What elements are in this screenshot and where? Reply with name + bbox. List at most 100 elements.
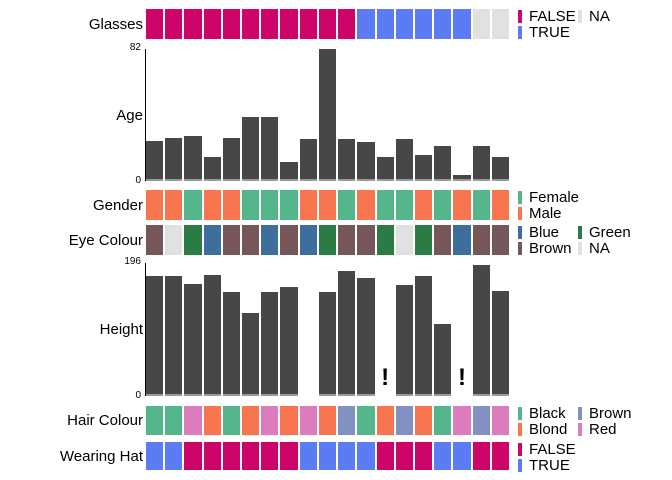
bar-cell [395,263,413,396]
legend-swatch [518,25,522,39]
strip-tile [146,406,164,435]
bar [491,156,509,181]
strip-tile [376,406,394,435]
bar [222,292,241,396]
strip-tile [261,442,279,470]
strip-tile [318,190,337,220]
bar-cell [165,263,183,396]
bar [395,284,413,396]
strip-tile [414,406,433,435]
age-axis-max-tick: 82 [129,42,141,53]
bar [280,287,298,396]
strip-tile [280,442,298,470]
bar [184,284,202,396]
strip-tile [222,9,241,39]
bar-cell [453,49,471,181]
bar-cell: ! [377,263,394,396]
legend-swatch [518,206,522,220]
strip-tile [357,225,375,255]
bar [491,290,509,396]
strip-tile [395,9,413,39]
bar [165,275,183,396]
bar [318,292,337,396]
strip-tile [242,190,260,220]
bar-cell: ! [453,263,470,396]
strip-tile [414,442,433,470]
row-label-eye-colour: Eye Colour [68,231,143,249]
eye-colour-strip [146,225,509,255]
legend-label: Female [529,188,580,206]
row-label-wearing-hat: Wearing Hat [59,447,143,465]
legend-line: Black Brown [518,404,638,422]
bar-cell [203,49,221,181]
bar-cell [222,263,241,396]
bar [414,155,433,181]
strip-tile [242,225,260,255]
bar-cell [338,49,356,181]
strip-tile [146,225,164,255]
strip-tile [472,190,490,220]
bar-cell [280,263,298,396]
bar [357,142,375,181]
bar [434,324,452,396]
strip-tile [203,9,221,39]
missing-value-indicator: ! [381,364,390,391]
strip-tile [395,406,413,435]
legend-swatch [578,225,582,239]
legend-item: TRUE [518,457,578,474]
strip-tile [184,406,202,435]
bar [222,137,241,181]
bar-cell [242,49,260,181]
legend-item: Black [518,405,578,422]
strip-tile [453,406,471,435]
strip-tile [472,225,490,255]
bar [261,292,279,396]
bar-cell [165,49,183,181]
bar [434,145,452,181]
bar [414,275,433,396]
legend-swatch [518,442,522,456]
strip-tile [165,9,183,39]
glasses-strip [146,9,509,39]
bar-cell [434,263,452,396]
bar-cell [434,49,452,181]
strip-tile [376,190,394,220]
height-axis-max-tick: 196 [124,256,141,267]
bar [376,156,394,181]
strip-tile [453,225,471,255]
bar [472,145,490,181]
legend-item: NA [578,8,638,25]
bar [453,174,471,181]
strip-tile [165,406,183,435]
legend-swatch [578,9,582,23]
strip-tile [261,9,279,39]
strip-tile [357,190,375,220]
bar-cell [395,49,413,181]
bar-cell [318,49,337,181]
strip-tile [165,190,183,220]
row-label-glasses: Glasses [88,15,143,33]
bar [165,137,183,181]
hair-colour-strip [146,406,509,435]
legend-swatch [578,406,582,420]
strip-tile [453,9,471,39]
legend-label: FALSE [529,7,576,25]
bar-cell [357,49,375,181]
strip-tile [165,442,183,470]
legend-label: Blue [529,223,560,241]
legend-label: Brown [589,404,632,422]
legend-label: Brown [529,239,572,257]
legend-swatch [518,422,522,436]
bar [338,139,356,181]
bar [261,116,279,181]
bar [299,139,317,181]
legend-swatch [518,458,522,472]
strip-tile [453,442,471,470]
strip-tile [299,9,317,39]
bar-cell [338,263,356,396]
strip-tile [280,406,298,435]
strip-tile [146,442,164,470]
strip-tile [357,406,375,435]
